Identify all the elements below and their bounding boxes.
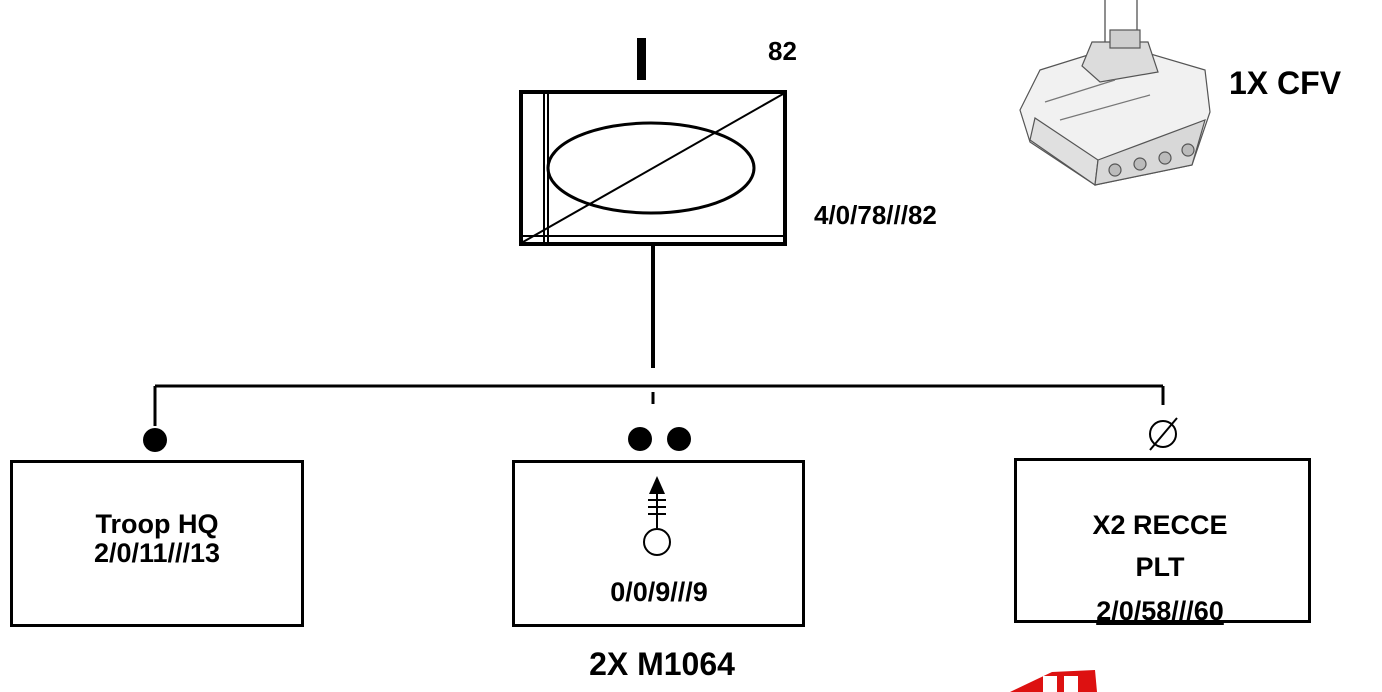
troop-hq-name: Troop HQ (95, 509, 219, 539)
double-dot-icon (628, 427, 691, 451)
hq-personnel-label: 4/0/78///82 (814, 200, 937, 230)
null-symbol-icon (1149, 417, 1178, 451)
recce-plt-name-line2: PLT (1135, 552, 1185, 582)
mortar-vehicle-label: 2X M1064 (589, 646, 735, 682)
mortar-icon (643, 476, 671, 556)
troop-hq-box (10, 460, 304, 627)
recce-plt-name-line1: X2 RECCE (1092, 510, 1228, 540)
recce-plt-box (1014, 458, 1311, 623)
size-indicator-bar (637, 38, 646, 80)
single-dot-icon (143, 428, 167, 452)
bradley-cfv-vehicle-icon (1019, 0, 1211, 187)
recce-plt-personnel: 2/0/58///60 (1096, 596, 1224, 626)
hq-vehicle-label: 1X CFV (1229, 65, 1342, 101)
troop-hq-personnel: 2/0/11///13 (93, 538, 221, 568)
hq-strength-label: 82 (768, 36, 797, 66)
red-graphic-fragment (1010, 670, 1097, 692)
hq-recon-symbol (519, 38, 787, 246)
mortar-section-box (512, 460, 805, 627)
mortar-section-personnel: 0/0/9///9 (610, 577, 708, 607)
